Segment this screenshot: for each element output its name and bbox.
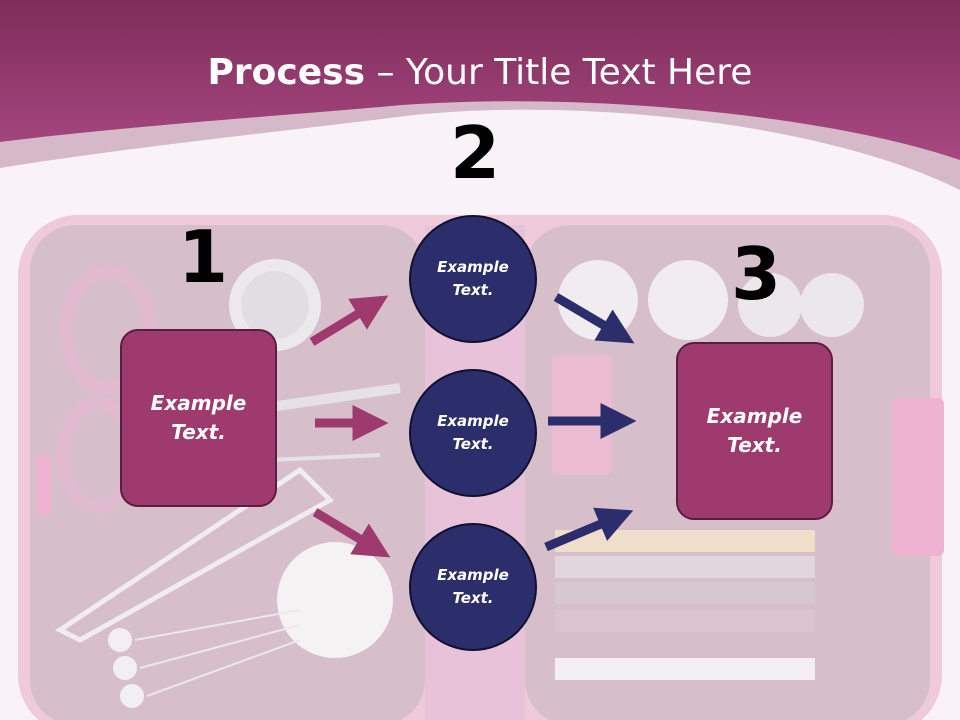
- arrow-2a-to-3: [553, 293, 635, 344]
- step-number-3: 3: [731, 232, 782, 316]
- step-1-text: Example Text.: [150, 391, 247, 444]
- page-title: Process – Your Title Text Here: [0, 52, 960, 93]
- step-2-circle-2-text: Example Text.: [437, 412, 509, 453]
- step-2-circle-1[interactable]: Example Text.: [409, 215, 537, 343]
- header-band: [0, 0, 960, 190]
- step-number-1: 1: [178, 215, 229, 299]
- step-number-2: 2: [450, 111, 501, 195]
- arrow-1-to-2a: [309, 295, 389, 346]
- arrow-1-to-2c: [312, 508, 391, 558]
- step-3-text: Example Text.: [706, 404, 803, 457]
- step-1-box[interactable]: Example Text.: [120, 329, 277, 507]
- step-2-circle-3[interactable]: Example Text.: [409, 523, 537, 651]
- step-2-circle-1-text: Example Text.: [437, 258, 509, 299]
- title-rest: – Your Title Text Here: [365, 52, 753, 93]
- step-3-box[interactable]: Example Text.: [676, 342, 833, 520]
- arrow-2c-to-3: [544, 507, 634, 552]
- step-2-circle-3-text: Example Text.: [437, 566, 509, 607]
- step-2-circle-2[interactable]: Example Text.: [409, 369, 537, 497]
- title-bold: Process: [207, 52, 366, 93]
